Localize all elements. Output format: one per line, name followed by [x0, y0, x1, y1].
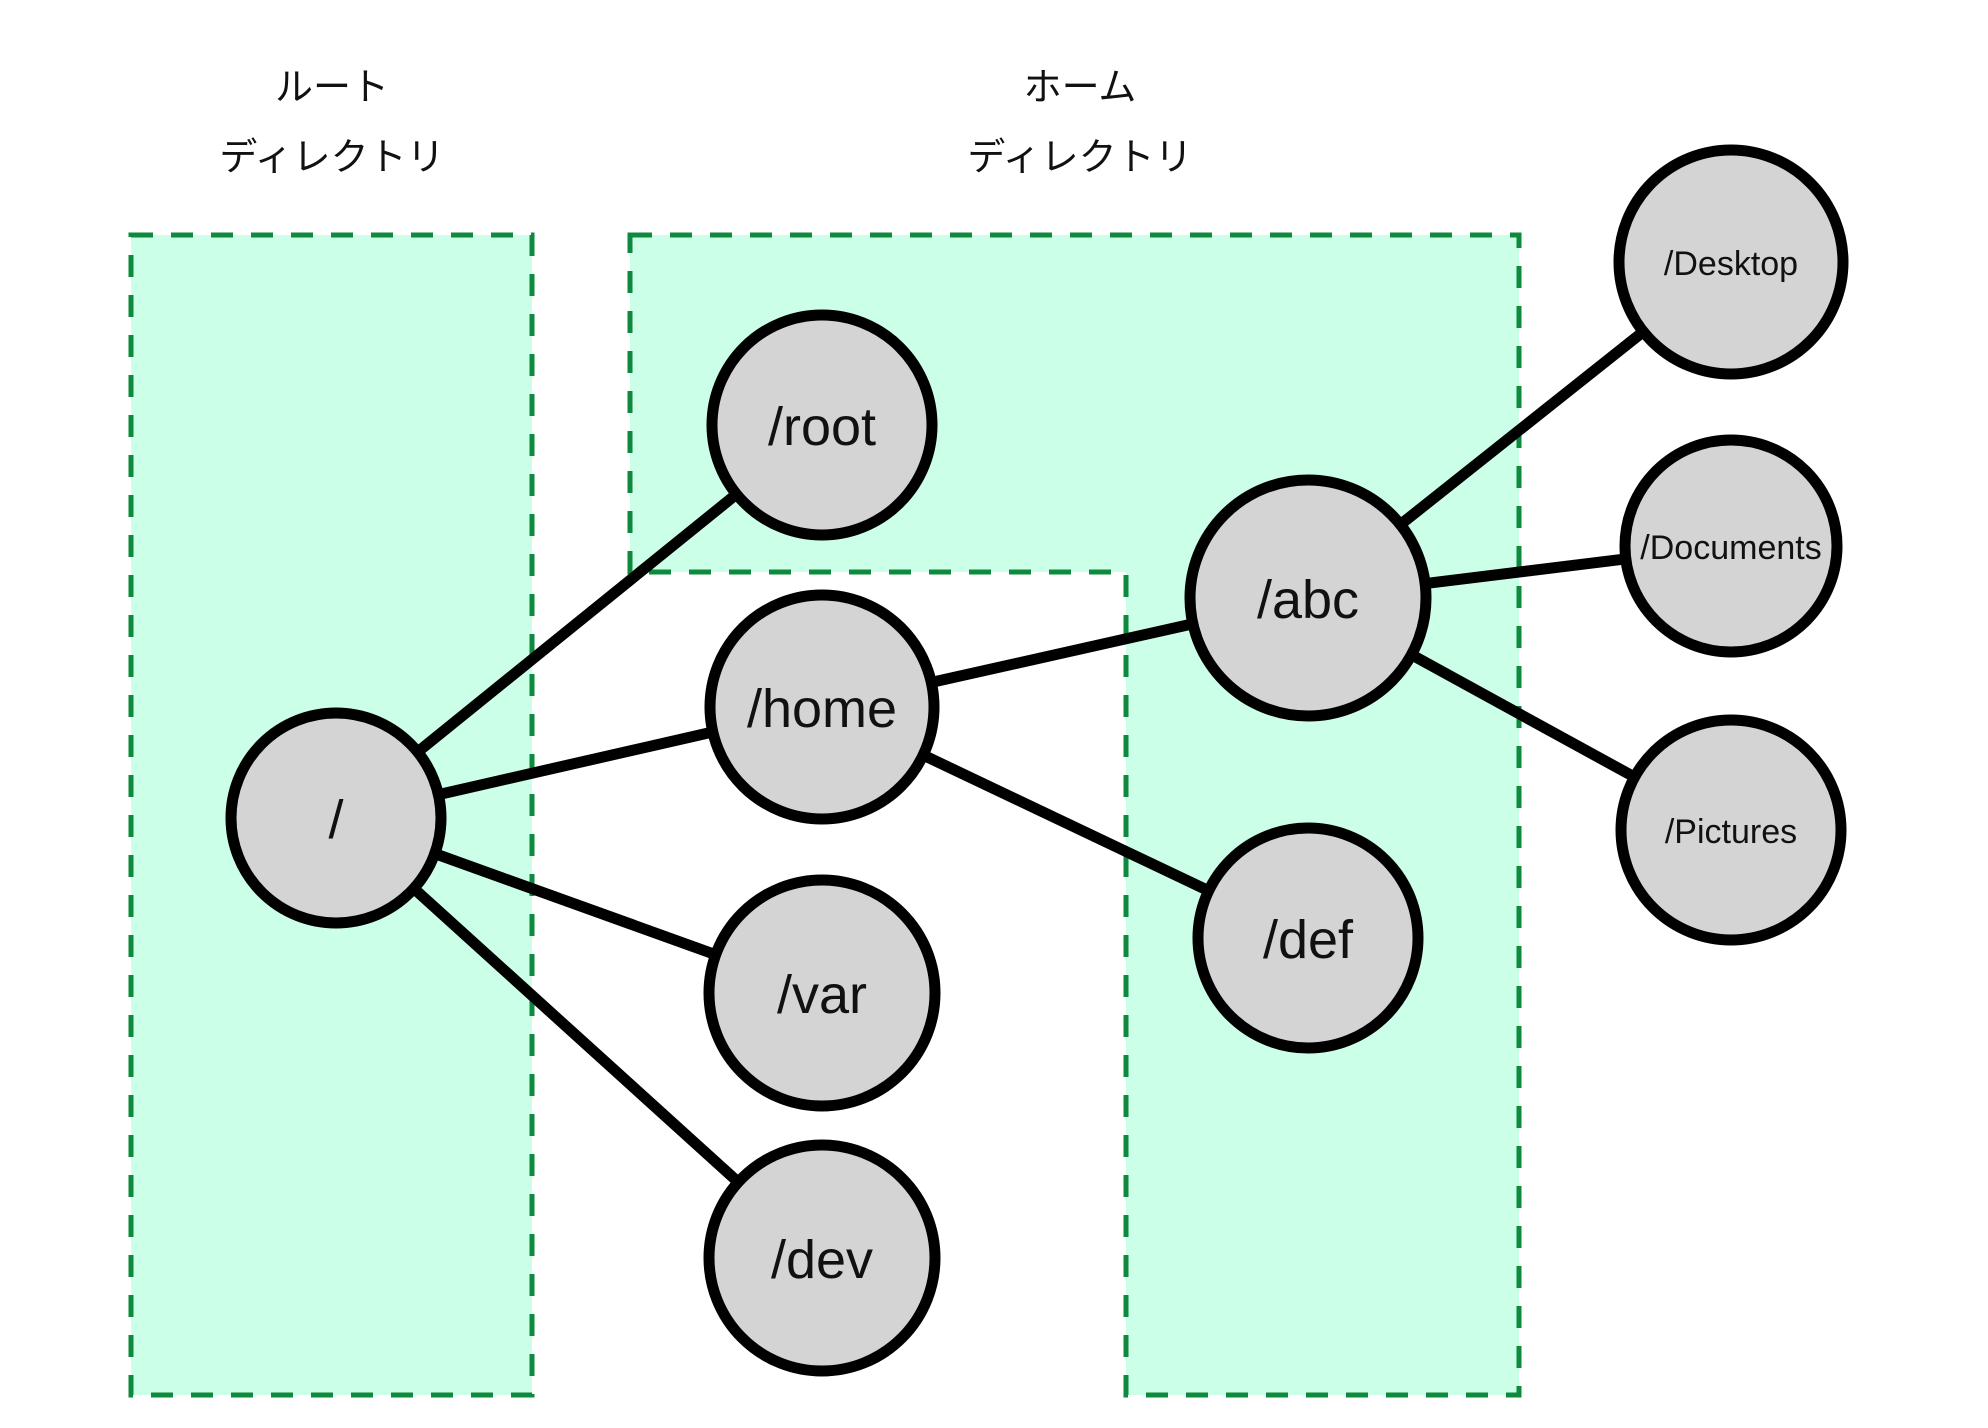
node-pictures[interactable]: /Pictures	[1615, 714, 1847, 946]
node-documents[interactable]: /Documents	[1619, 434, 1843, 658]
node-circle-dev	[703, 1139, 941, 1377]
node-label-root-dir: /root	[768, 397, 876, 457]
node-label-abc: /abc	[1257, 570, 1359, 630]
node-label-def: /def	[1263, 910, 1354, 970]
node-abc[interactable]: /abc	[1184, 474, 1432, 722]
edge-layer	[403, 322, 1654, 1192]
edge-root-to-var	[423, 846, 727, 963]
node-circle-home	[704, 589, 940, 825]
edge-home-to-abc	[919, 617, 1205, 690]
edge-abc-to-desktop	[1390, 322, 1654, 534]
node-circle-var	[703, 874, 941, 1112]
node-label-dev: /dev	[771, 1230, 873, 1290]
node-dev[interactable]: /dev	[703, 1139, 941, 1377]
node-label-desktop: /Desktop	[1664, 245, 1798, 283]
node-circle-documents	[1619, 434, 1843, 658]
node-circle-desktop	[1613, 144, 1849, 380]
node-desktop[interactable]: /Desktop	[1613, 144, 1849, 380]
node-var[interactable]: /var	[703, 874, 941, 1112]
region-caption-home-region-line1: ホーム	[1024, 67, 1137, 109]
node-circle-root-dir	[706, 309, 938, 541]
node-label-home: /home	[747, 679, 897, 739]
edge-abc-to-documents	[1413, 552, 1638, 590]
region-caption-home-region-line2: ディレクトリ	[967, 137, 1192, 179]
node-label-root: /	[328, 790, 343, 850]
node-layer: / /root/home/var/dev/abc/def/Desktop/Docu…	[225, 144, 1849, 1377]
node-label-pictures: /Pictures	[1665, 813, 1797, 851]
node-circle-root	[225, 707, 447, 929]
node-home[interactable]: /home	[704, 589, 940, 825]
node-circle-abc	[1184, 474, 1432, 722]
node-root-dir[interactable]: /root	[706, 309, 938, 541]
edge-abc-to-pictures	[1400, 646, 1646, 786]
edge-root-to-root-dir	[407, 484, 747, 762]
node-circle-def	[1192, 822, 1424, 1054]
edge-home-to-def	[912, 747, 1220, 899]
node-root[interactable]: /	[225, 707, 447, 929]
region-caption-root-region-line2: ディレクトリ	[219, 137, 444, 179]
node-label-var: /var	[777, 965, 867, 1025]
node-label-documents: /Documents	[1640, 529, 1821, 567]
edge-root-to-home	[427, 725, 725, 802]
node-def[interactable]: /def	[1192, 822, 1424, 1054]
node-circle-pictures	[1615, 714, 1847, 946]
region-caption-root-region-line1: ルート	[275, 67, 389, 109]
edge-root-to-dev	[403, 878, 749, 1192]
